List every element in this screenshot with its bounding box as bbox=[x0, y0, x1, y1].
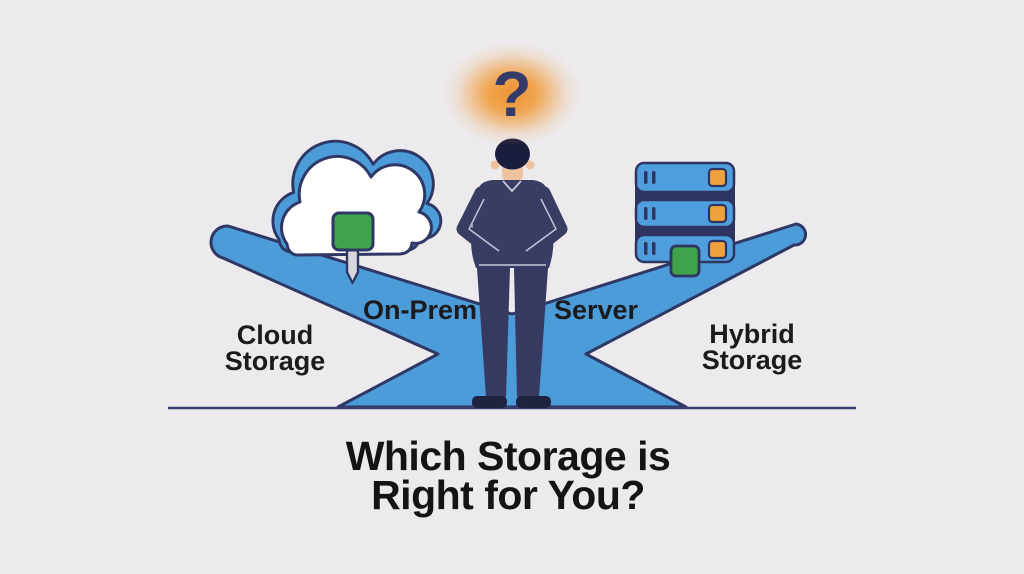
person-arm-left bbox=[456, 186, 505, 264]
server-vent-icon bbox=[644, 171, 648, 184]
person-leg-right bbox=[514, 268, 548, 397]
server-vent-icon bbox=[644, 207, 648, 220]
server-vent-icon bbox=[652, 207, 656, 220]
server-vent-icon bbox=[652, 171, 656, 184]
server-led-square bbox=[707, 203, 728, 224]
server-drive-square bbox=[669, 244, 701, 278]
server-led-square bbox=[707, 167, 728, 188]
server-vent-icon bbox=[652, 242, 656, 255]
label-hybrid-storage: Hybrid Storage bbox=[701, 319, 803, 375]
label-server: Server bbox=[553, 295, 639, 325]
server-vent-icon bbox=[644, 242, 648, 255]
person-arm-right bbox=[519, 186, 568, 264]
server-unit-middle bbox=[634, 198, 736, 229]
jacket-arm-line bbox=[468, 198, 500, 252]
person-ear bbox=[525, 160, 535, 170]
server-unit-top bbox=[634, 161, 736, 194]
jacket-arm-line bbox=[525, 198, 557, 252]
label-cloud-storage: Cloud Storage bbox=[224, 320, 326, 376]
person-figure bbox=[456, 138, 568, 408]
person-hair bbox=[495, 138, 530, 170]
cloud-drive-square bbox=[331, 211, 375, 252]
person-shoe-left bbox=[472, 396, 507, 408]
label-on-prem: On-Prem bbox=[362, 295, 478, 325]
person-ear bbox=[490, 160, 500, 170]
cloud-storage-icon bbox=[271, 139, 443, 285]
server-led-square bbox=[707, 239, 728, 260]
thinking-glow bbox=[443, 42, 581, 146]
page-title: Which Storage is Right for You? bbox=[345, 433, 671, 518]
jacket-collar-line bbox=[502, 180, 522, 193]
cloud-pin-icon bbox=[345, 244, 360, 285]
person-shoe-right bbox=[516, 396, 551, 408]
person-leg-left bbox=[477, 268, 510, 397]
cloud-shape bbox=[279, 154, 433, 257]
server-stack-icon bbox=[634, 161, 736, 278]
question-mark: ? bbox=[492, 58, 532, 130]
